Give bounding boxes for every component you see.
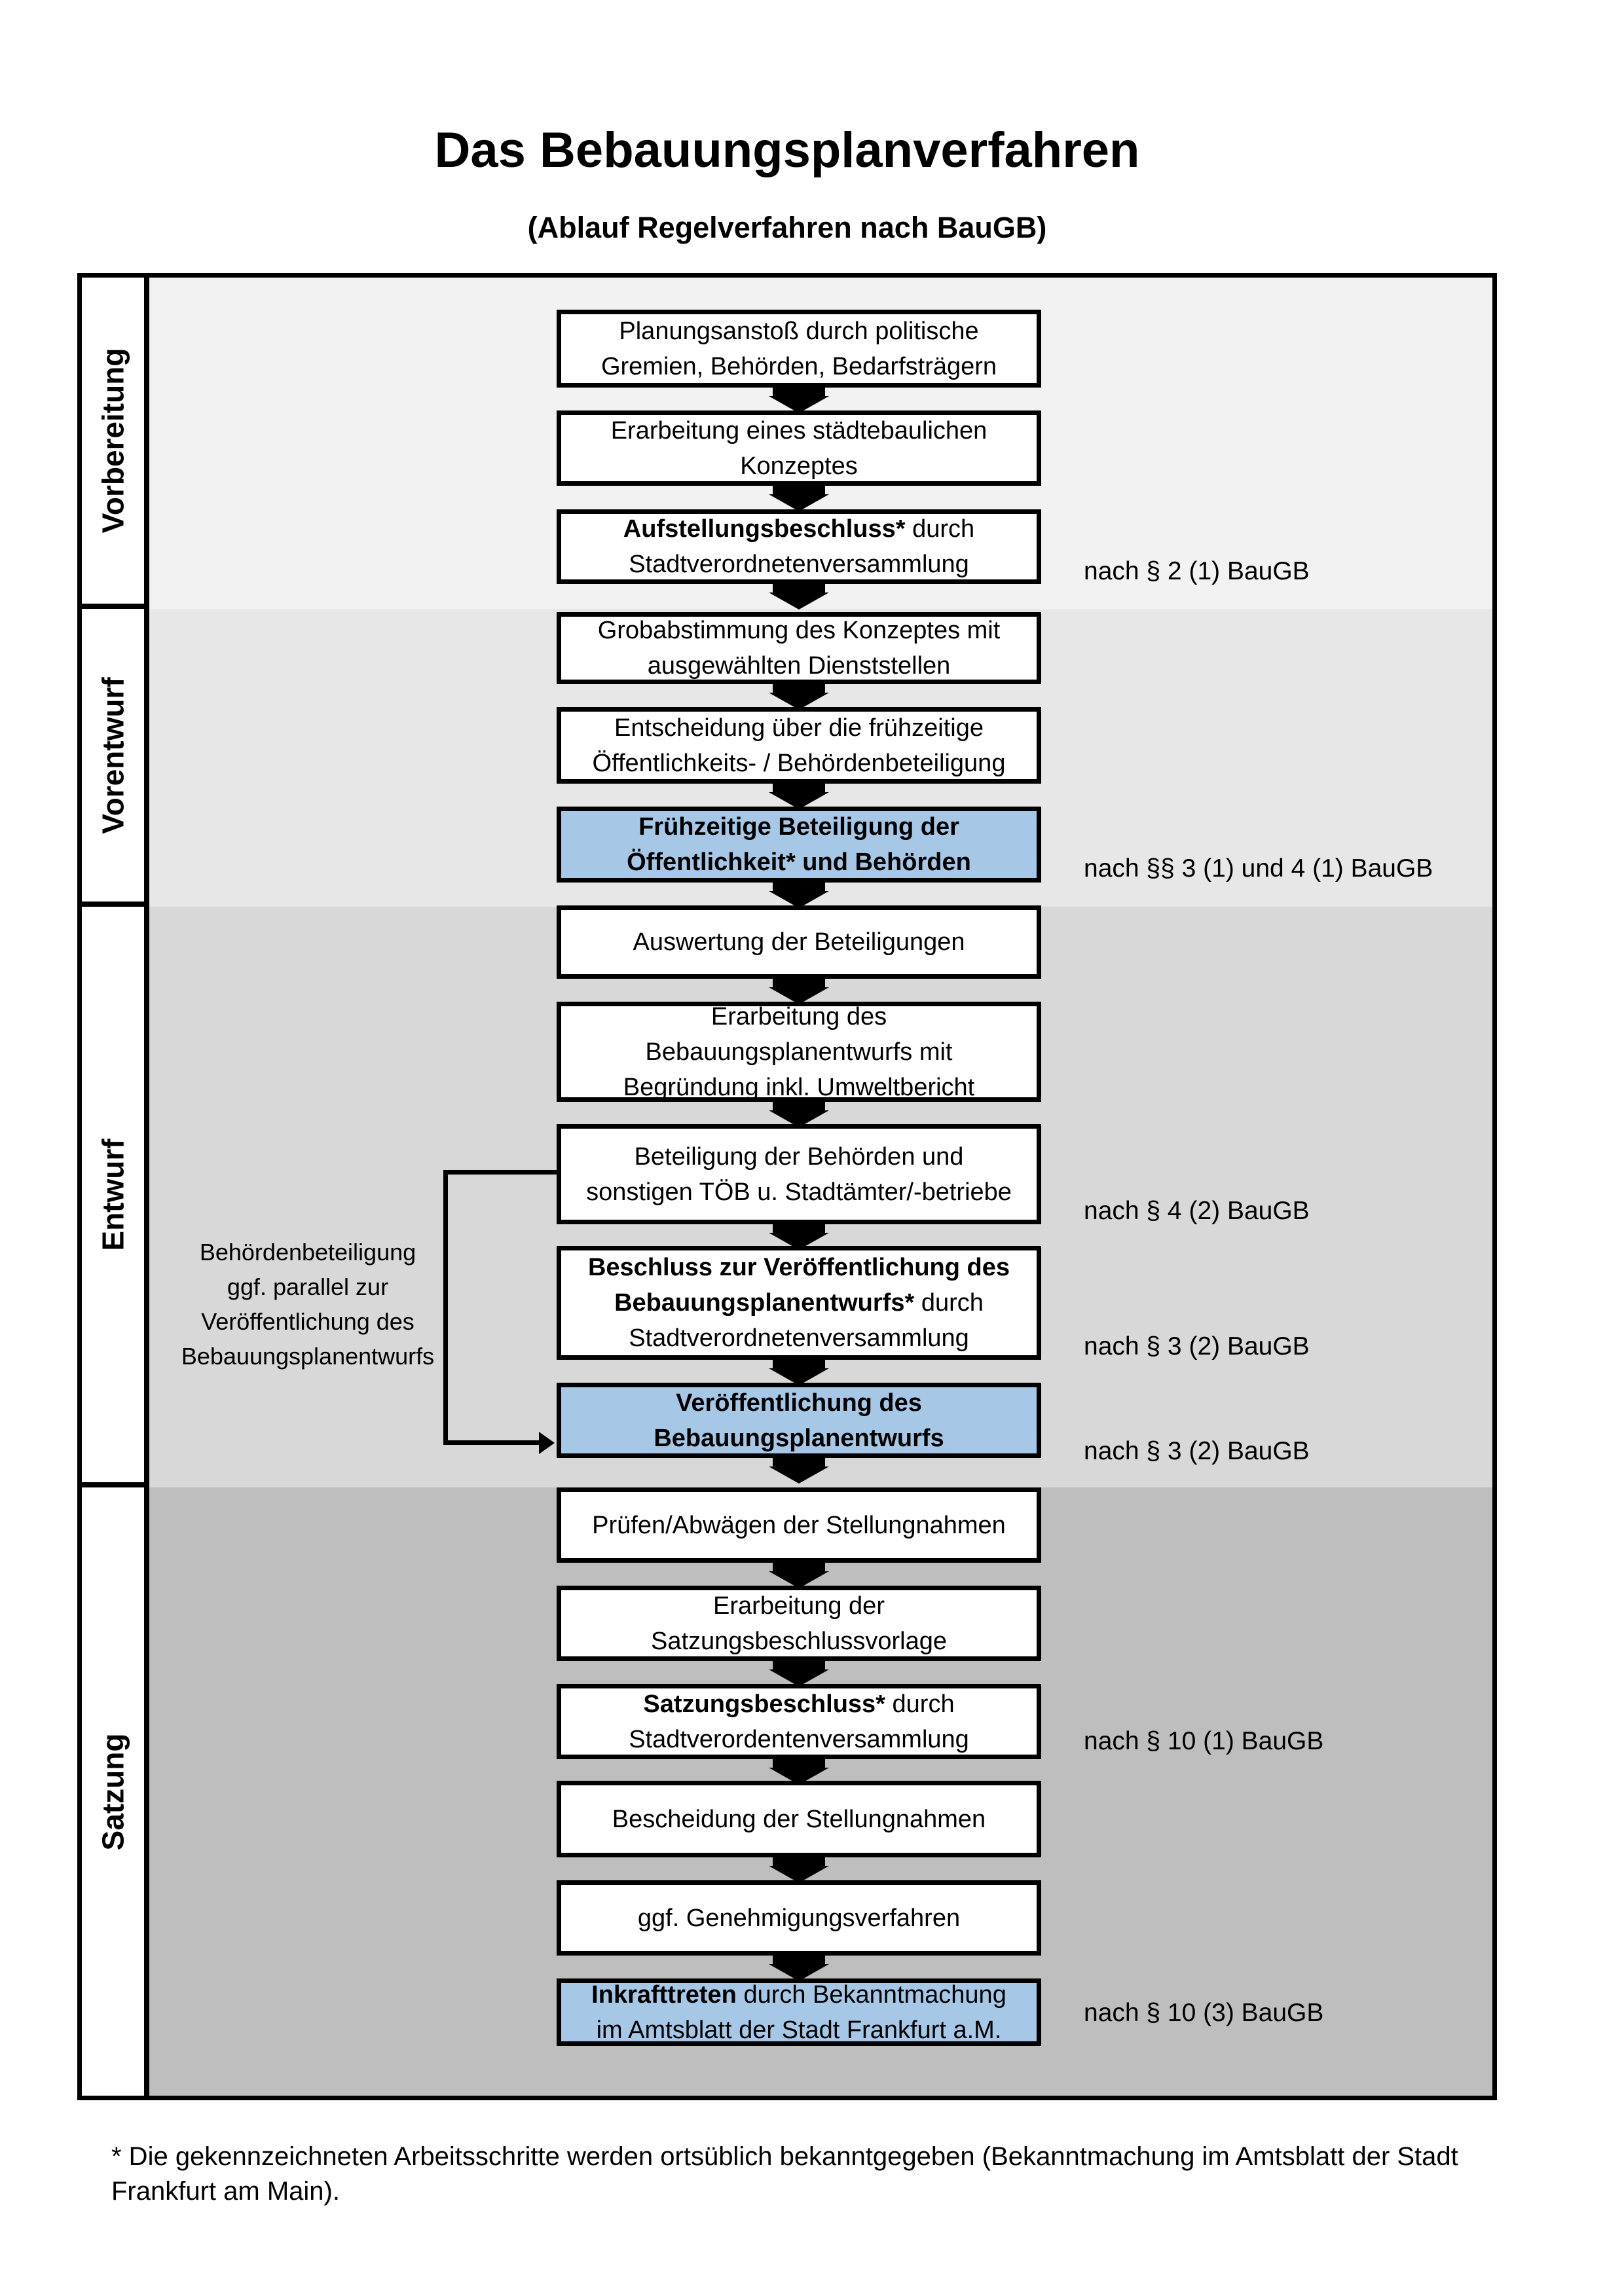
footnote: * Die gekennzeichneten Arbeitsschritte w…	[111, 2142, 1458, 2206]
legal-ref: nach § 10 (3) BauGB	[1084, 1999, 1324, 2027]
flow-arrow-down-icon	[769, 1223, 829, 1250]
bracket-vertical-line	[443, 1170, 448, 1445]
phase-label-vorentwurf: Vorentwurf	[82, 609, 144, 907]
legal-ref: nach §§ 3 (1) und 4 (1) BauGB	[1084, 854, 1433, 883]
bracket-arrowhead-icon	[539, 1432, 555, 1454]
flow-step-text: Veröffentlichung des Bebauungsplanentwur…	[654, 1389, 944, 1452]
flow-step-planungsanstoss: Planungsanstoß durch politische Gremien,…	[557, 310, 1041, 388]
flow-step-behoerdenbeteiligung: Beteiligung der Behörden und sonstigen T…	[557, 1124, 1041, 1224]
flow-arrow-down-icon	[769, 881, 829, 908]
flow-step-grobabstimmung: Grobabstimmung des Konzeptes mit ausgewä…	[557, 612, 1041, 684]
flow-step-veroeffentlichung: Veröffentlichung des Bebauungsplanentwur…	[557, 1383, 1041, 1458]
flow-arrow-down-icon	[769, 583, 829, 610]
flow-step-text: Inkrafttreten durch Bekanntmachung im Am…	[591, 1980, 1006, 2044]
bracket-bottom-line	[443, 1440, 540, 1445]
flow-arrow-down-icon	[769, 1660, 829, 1686]
phase-label-text: Satzung	[96, 1733, 130, 1850]
side-note: Behördenbeteiligung ggf. parallel zur Ve…	[181, 1239, 435, 1370]
flow-arrow-down-icon	[769, 977, 829, 1004]
flow-step-genehmigungsverfahren: ggf. Genehmigungsverfahren	[557, 1880, 1041, 1956]
flow-step-text: Erarbeitung eines städtebaulichen Konzep…	[610, 416, 987, 480]
legal-ref: nach § 3 (2) BauGB	[1084, 1437, 1310, 1465]
flow-arrow-down-icon	[769, 386, 829, 413]
flow-arrow-down-icon	[769, 1457, 829, 1484]
flow-step-text: Grobabstimmung des Konzeptes mit ausgewä…	[597, 617, 1001, 680]
flow-arrow-down-icon	[769, 484, 829, 511]
flow-arrow-down-icon	[769, 1954, 829, 1981]
flow-step-aufstellungsbeschluss: Aufstellungsbeschluss* durch Stadtverord…	[557, 509, 1041, 584]
flow-step-text: Beschluss zur Veröffentlichung des Bebau…	[587, 1254, 1010, 1352]
flow-step-text: Frühzeitige Beteiligung der Öffentlichke…	[627, 813, 971, 876]
legal-ref: nach § 2 (1) BauGB	[1084, 557, 1310, 585]
phase-label-text: Entwurf	[96, 1138, 130, 1251]
flow-step-auswertung: Auswertung der Beteiligungen	[557, 905, 1041, 979]
phase-label-vorbereitung: Vorbereitung	[82, 278, 144, 609]
flow-step-erarbeitung-entwurf: Erarbeitung des Bebauungsplanentwurfs mi…	[557, 1002, 1041, 1102]
flow-step-text: Bescheidung der Stellungnahmen	[612, 1805, 986, 1833]
flow-arrow-down-icon	[769, 683, 829, 710]
flow-arrow-down-icon	[769, 1856, 829, 1883]
legal-ref: nach § 3 (2) BauGB	[1084, 1332, 1310, 1360]
flow-step-beschluss-veroeffentlichung: Beschluss zur Veröffentlichung des Bebau…	[557, 1246, 1041, 1360]
page-title: Das Bebauungsplanverfahren	[434, 122, 1140, 178]
flow-step-text: Auswertung der Beteiligungen	[633, 928, 965, 956]
flow-step-bescheidung: Bescheidung der Stellungnahmen	[557, 1781, 1041, 1857]
page-subtitle: (Ablauf Regelverfahren nach BauGB)	[527, 211, 1047, 244]
diagram-frame: Vorbereitung Vorentwurf Entwurf Satzung …	[77, 273, 1497, 2100]
flow-step-text: Entscheidung über die frühzeitige Öffent…	[592, 714, 1006, 777]
flow-step-text: Erarbeitung der Satzungsbeschlussvorlage	[650, 1592, 948, 1655]
phase-label-entwurf: Entwurf	[82, 907, 144, 1487]
phase-label-text: Vorentwurf	[96, 676, 130, 834]
flow-arrow-down-icon	[769, 1758, 829, 1785]
flow-step-text: Aufstellungsbeschluss* durch Stadtverord…	[623, 515, 975, 578]
phase-label-satzung: Satzung	[82, 1487, 144, 2096]
flow-step-pruefen-abwaegen: Prüfen/Abwägen der Stellungnahmen	[557, 1487, 1041, 1563]
flow-step-text: Satzungsbeschluss* durch Stadtverordente…	[629, 1690, 969, 1753]
phase-label-text: Vorbereitung	[96, 348, 130, 534]
legal-ref: nach § 10 (1) BauGB	[1084, 1727, 1324, 1755]
bracket-top-line	[443, 1170, 557, 1175]
flow-step-inkrafttreten: Inkrafttreten durch Bekanntmachung im Am…	[557, 1978, 1041, 2046]
flow-arrow-down-icon	[769, 782, 829, 809]
flow-arrow-down-icon	[769, 1101, 829, 1127]
flow-step-konzept: Erarbeitung eines städtebaulichen Konzep…	[557, 410, 1041, 486]
flow-arrow-down-icon	[769, 1358, 829, 1385]
diagram-inner: Vorbereitung Vorentwurf Entwurf Satzung …	[82, 278, 1492, 2096]
flow-step-text: Prüfen/Abwägen der Stellungnahmen	[592, 1511, 1006, 1539]
flow-step-text: Beteiligung der Behörden und sonstigen T…	[586, 1142, 1012, 1206]
flow-step-fruehzeitige-beteiligung: Frühzeitige Beteiligung der Öffentlichke…	[557, 807, 1041, 883]
flow-step-text: Erarbeitung des Bebauungsplanentwurfs mi…	[623, 1002, 975, 1101]
flow-step-text: Planungsanstoß durch politische Gremien,…	[600, 317, 997, 380]
label-column-divider	[144, 278, 149, 2096]
legal-ref: nach § 4 (2) BauGB	[1084, 1197, 1310, 1225]
flow-step-satzungsbeschluss: Satzungsbeschluss* durch Stadtverordente…	[557, 1684, 1041, 1759]
flow-step-entscheidung: Entscheidung über die frühzeitige Öffent…	[557, 707, 1041, 784]
flow-step-satzungsvorlage: Erarbeitung der Satzungsbeschlussvorlage	[557, 1586, 1041, 1661]
flow-step-text: ggf. Genehmigungsverfahren	[637, 1904, 961, 1932]
flow-arrow-down-icon	[769, 1561, 829, 1588]
